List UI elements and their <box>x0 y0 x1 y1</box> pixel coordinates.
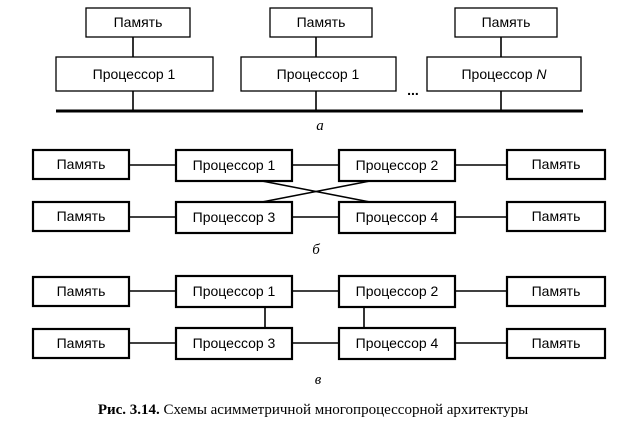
memory-label-a1: Память <box>114 14 163 30</box>
processor-box-aN <box>426 56 582 92</box>
processor-label-a1: Процессор 1 <box>93 66 176 82</box>
processor-label-c4: Процессор 4 <box>356 335 439 351</box>
ellipsis: ... <box>407 82 419 98</box>
memory-label-b-right-top: Память <box>532 156 581 172</box>
processor-box-a2 <box>240 56 397 92</box>
subfigure-label-c: в <box>315 372 322 388</box>
figure-caption: Рис. 3.14. Схемы асимметричной многопроц… <box>98 402 528 418</box>
processor-label-b1: Процессор 1 <box>193 157 276 173</box>
processor-label-b3: Процессор 3 <box>193 209 276 225</box>
processor-label-c2: Процессор 2 <box>356 283 439 299</box>
memory-label-b-right-bottom: Память <box>532 208 581 224</box>
processor-label-b4: Процессор 4 <box>356 209 439 225</box>
processor-label-c3: Процессор 3 <box>193 335 276 351</box>
caption-number: Рис. 3.14. <box>98 402 160 418</box>
memory-box-b-right-bottom <box>505 200 607 233</box>
memory-box-a3 <box>454 7 558 38</box>
processor-label-aN: Процессор N <box>461 66 547 82</box>
memory-label-b-left-bottom: Память <box>57 208 106 224</box>
scheme-b: Память Память Процессор 1 Процессор 3 Пр… <box>31 148 607 258</box>
link-b-cross-p2-p3 <box>261 180 371 203</box>
processor-label-a2: Процессор 1 <box>277 66 360 82</box>
processor-label-b2: Процессор 2 <box>356 157 439 173</box>
processor-box-a1 <box>55 56 214 92</box>
scheme-c: Память Память Процессор 1 Процессор 3 Пр… <box>31 274 607 388</box>
memory-label-b-left-top: Память <box>57 156 106 172</box>
processor-label-c1: Процессор 1 <box>193 283 276 299</box>
memory-box-c-right-top <box>505 275 607 308</box>
memory-box-a2 <box>269 7 373 38</box>
subfigure-label-a: а <box>316 118 324 134</box>
memory-label-c-left-bottom: Память <box>57 335 106 351</box>
memory-box-c-right-bottom <box>505 327 607 360</box>
subfigure-label-b: б <box>312 242 320 258</box>
memory-label-c-left-top: Память <box>57 283 106 299</box>
scheme-a: Память Память Память Процессор 1 Процесс… <box>55 7 583 134</box>
memory-box-b-right-top <box>505 148 607 181</box>
memory-box-a1 <box>85 7 191 38</box>
caption-text: Схемы асимметричной многопроцессорной ар… <box>164 402 529 418</box>
memory-label-a2: Память <box>297 14 346 30</box>
memory-label-a3: Память <box>482 14 531 30</box>
memory-label-c-right-top: Память <box>532 283 581 299</box>
memory-label-c-right-bottom: Память <box>532 335 581 351</box>
